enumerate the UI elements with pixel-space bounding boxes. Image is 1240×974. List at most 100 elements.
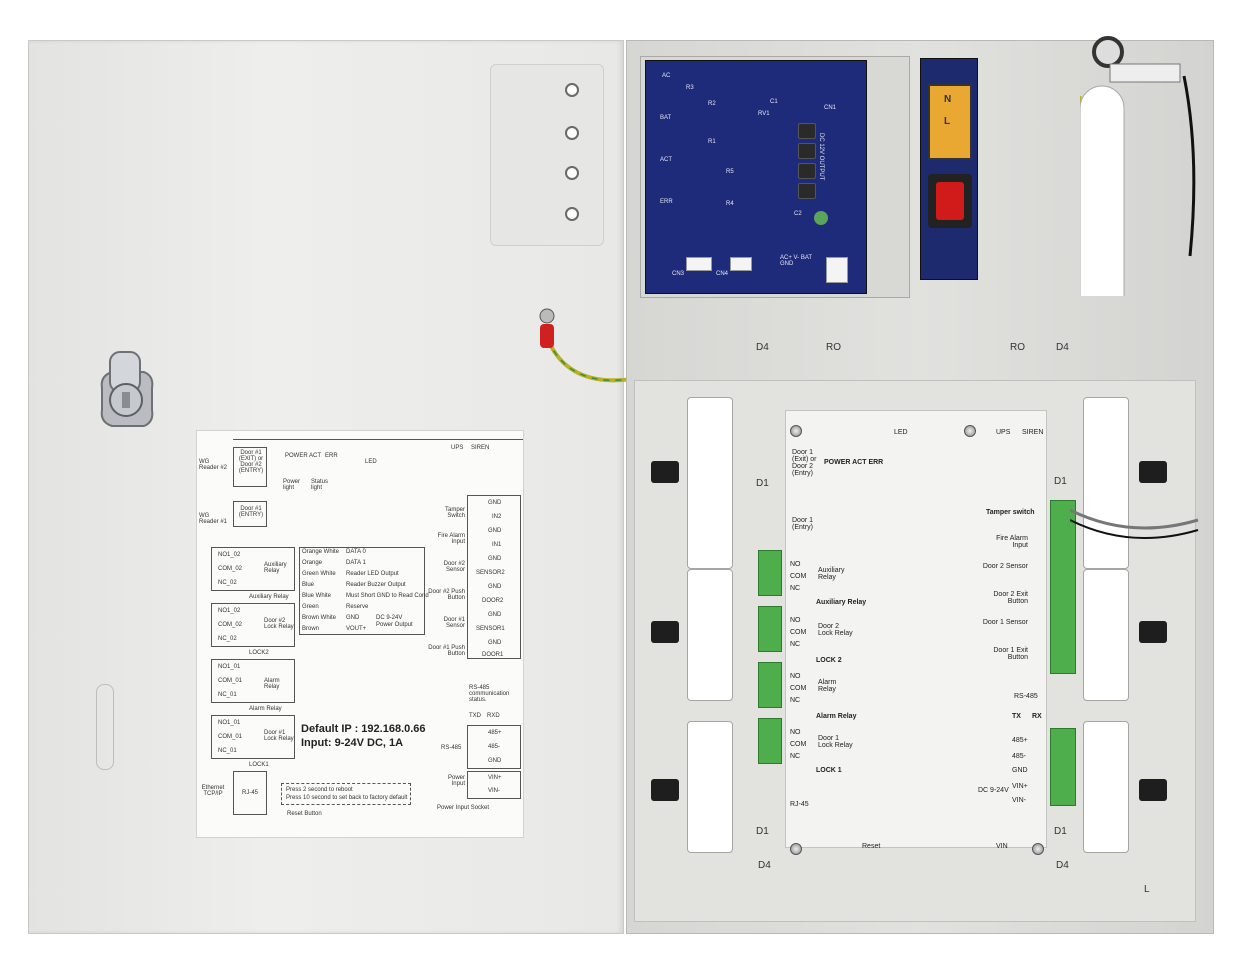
- label-power-light: Power light: [283, 479, 301, 491]
- ctrl-com: COM: [790, 573, 807, 580]
- ctrl-power-pin: 485+: [1012, 737, 1028, 744]
- pcb-c1: C1: [770, 99, 778, 105]
- ctrl-input: Tamper switch: [986, 509, 1035, 516]
- input-pin: SENSOR2: [476, 570, 505, 576]
- ctrl-rx: RX: [1032, 713, 1042, 720]
- input-terminal-block[interactable]: [1050, 500, 1076, 674]
- power-pin: VIN+: [488, 775, 502, 781]
- relay-nc: NC_02: [218, 636, 237, 642]
- ctrl-input: Fire Alarm Input: [996, 535, 1028, 549]
- ctrl-input: Door 2 Sensor: [982, 563, 1028, 570]
- ethernet-label: Ethernet TCP/IP: [201, 785, 225, 797]
- silk-l: L: [1144, 884, 1150, 895]
- relay-bottom-label: LOCK1: [249, 762, 269, 768]
- label-ups: UPS: [451, 445, 464, 451]
- label-wg-reader-1: WG Reader #1: [199, 513, 228, 525]
- ctrl-relay-name: Door 2 Lock Relay: [818, 623, 853, 637]
- input-pin: GND: [488, 500, 502, 506]
- ground-wire: [539, 308, 639, 383]
- label-status-light: Status light: [311, 479, 329, 491]
- label-led: LED: [365, 459, 377, 465]
- ctrl-relay-bottom: LOCK 1: [816, 767, 842, 774]
- label-relay-2: NO1_02 COM_02 NC_02 Door #2 Lock Relay: [211, 603, 295, 647]
- relay-name: Alarm Relay: [264, 678, 280, 690]
- indicator-hole: [565, 166, 579, 180]
- label-power: POWER: [285, 453, 308, 459]
- wire-color: Blue White: [302, 593, 332, 599]
- ctrl-reset[interactable]: Reset: [862, 843, 881, 850]
- wire-color: Orange: [302, 560, 323, 566]
- ctrl-input: Door 1 Exit Button: [993, 647, 1028, 661]
- indicator-hole: [565, 83, 579, 97]
- ctrl-vin: VIN: [996, 843, 1008, 850]
- relay-nc: NC_02: [218, 580, 237, 586]
- wire-color: Brown: [302, 626, 320, 632]
- label-act: ACT: [309, 453, 321, 459]
- terminal-n: N: [944, 94, 952, 105]
- reset-note-box: Press 2 second to reboot Press 10 second…: [281, 783, 411, 805]
- relay-terminal-block[interactable]: [758, 718, 782, 764]
- ctrl-door-exit: Door 1 (Exit) or Door 2 (Entry): [792, 449, 817, 477]
- relay-nc: NC_01: [218, 692, 237, 698]
- relay-no: NO1_01: [218, 720, 241, 726]
- silk-d4: D4: [756, 342, 769, 353]
- pcb-cn4: CN4: [716, 271, 729, 277]
- input-pin: GND: [488, 640, 502, 646]
- ctrl-power-pin: 485-: [1012, 753, 1027, 760]
- txd-label: TXD: [469, 713, 481, 719]
- indicator-hole: [565, 126, 579, 140]
- cam-lock-icon[interactable]: [92, 348, 162, 448]
- wire-function: Must Short GND to Read Cond: [346, 593, 429, 599]
- ctrl-nc: NC: [790, 641, 801, 648]
- label-relay-3: NO1_01 COM_01 NC_01 Alarm Relay: [211, 659, 295, 703]
- pcb-r2: R2: [708, 101, 716, 107]
- ctrl-power-pin: GND: [1012, 767, 1028, 774]
- power-terminal-block[interactable]: [1050, 728, 1076, 806]
- power-pin: VIN-: [488, 788, 500, 794]
- ctrl-rs485: RS-485: [1014, 693, 1038, 700]
- relay-com: COM_01: [218, 678, 243, 684]
- wire-color: Orange White: [302, 549, 340, 555]
- silk-d4: D4: [1056, 342, 1069, 353]
- pcb-c2: C2: [794, 211, 802, 217]
- led-window-plate: [490, 64, 604, 246]
- wire-function: Reader Buzzer Output: [346, 582, 406, 588]
- relay-bottom-label: LOCK2: [249, 650, 269, 656]
- reset-button-label: Reset Button: [287, 811, 322, 817]
- relay-name: Auxiliary Relay: [264, 562, 287, 574]
- input-pin: IN1: [492, 542, 502, 548]
- input-name: Tamper Switch: [444, 507, 465, 519]
- wire-color: Green White: [302, 571, 336, 577]
- relay-com: COM_02: [218, 566, 243, 572]
- ctrl-relay-name: Alarm Relay: [818, 679, 837, 693]
- ctrl-com: COM: [790, 685, 807, 692]
- silk-d1: D1: [1054, 826, 1067, 837]
- rs485-pin: 485-: [488, 744, 501, 750]
- power-switch[interactable]: [928, 174, 972, 228]
- input-pin: IN2: [492, 514, 502, 520]
- pcb-rv1: RV1: [758, 111, 770, 117]
- relay-com: COM_02: [218, 622, 243, 628]
- door-vent-slot: [96, 684, 114, 770]
- rxd-label: RXD: [487, 713, 500, 719]
- relay-terminal-block[interactable]: [758, 662, 782, 708]
- ctrl-ups: UPS: [996, 429, 1011, 436]
- relay-terminal-block[interactable]: [758, 606, 782, 652]
- pcb-err: ERR: [660, 199, 673, 205]
- pcb-cn-pins: AC+ V- BAT GND: [780, 255, 812, 267]
- label-door-exit: Door #1 (EXIT) or Door #2 (ENTRY): [238, 450, 264, 474]
- relay-terminal-block[interactable]: [758, 550, 782, 596]
- relay-no: NO1_01: [218, 664, 241, 670]
- label-relay-1: NO1_02 COM_02 NC_02 Auxiliary Relay: [211, 547, 295, 591]
- ctrl-nc: NC: [790, 697, 801, 704]
- ctrl-com: COM: [790, 629, 807, 636]
- ctrl-siren: SIREN: [1022, 429, 1044, 436]
- wire-function: GND: [346, 615, 360, 621]
- ctrl-tx: TX: [1012, 713, 1021, 720]
- ctrl-no: NO: [790, 617, 801, 624]
- wiring-diagram-label: POWER ACT ERR LED UPS SIREN Power light …: [196, 430, 524, 838]
- input-pin: DOOR2: [482, 598, 504, 604]
- label-rj45-box: RJ-45: [233, 771, 267, 815]
- silk-d1: D1: [756, 478, 769, 489]
- wire-color: Green: [302, 604, 319, 610]
